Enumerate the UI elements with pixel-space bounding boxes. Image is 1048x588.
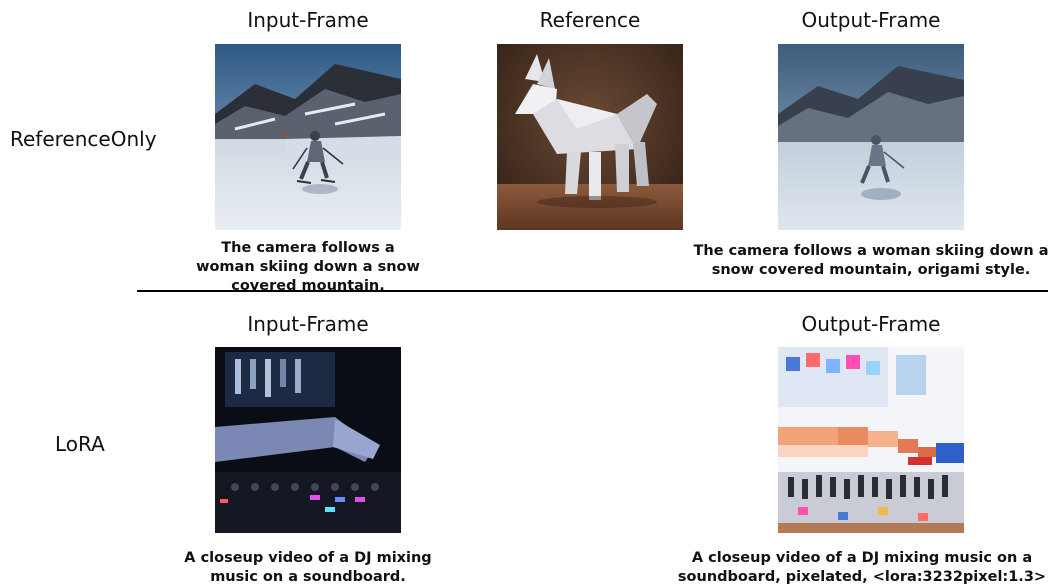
caption-output-skier: The camera follows a woman skiing down a…	[693, 243, 1048, 278]
reference-origami-dog-image	[497, 44, 683, 230]
caption-output-dj: A closeup video of a DJ mixing music on …	[677, 550, 1047, 585]
col-title-input-frame: Input-Frame	[247, 8, 369, 32]
col-title-output-frame: Output-Frame	[801, 8, 941, 32]
row-label-lora: LoRA	[55, 432, 105, 456]
section-divider	[137, 290, 1048, 292]
input-frame-dj-image	[215, 347, 401, 533]
output-frame-skier-image	[778, 44, 964, 230]
row-label-referenceonly: ReferenceOnly	[10, 127, 157, 151]
col-title-reference: Reference	[539, 8, 641, 32]
caption-input-dj: A closeup video of a DJ mixing music on …	[184, 550, 432, 585]
col-title-input-frame-lora: Input-Frame	[247, 312, 369, 336]
col-title-output-frame-lora: Output-Frame	[801, 312, 941, 336]
input-frame-skier-image	[215, 44, 401, 230]
output-frame-dj-pixelated-image	[778, 347, 964, 533]
caption-input-skier: The camera follows a woman skiing down a…	[196, 240, 420, 294]
